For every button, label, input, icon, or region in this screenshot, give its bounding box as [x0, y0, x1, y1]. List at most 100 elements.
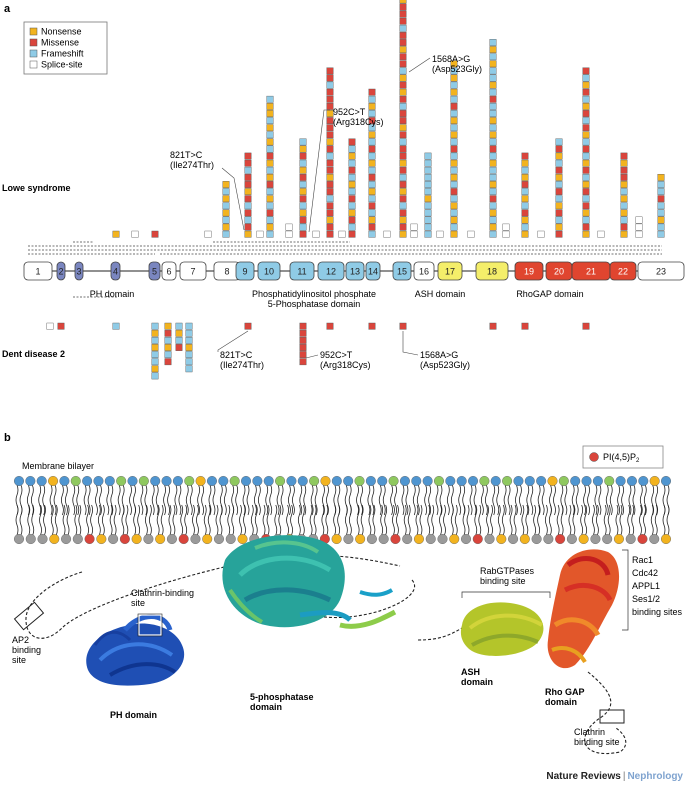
- splice-site-mutation-square: [467, 230, 475, 238]
- splice-site-mutation-square: [410, 223, 418, 231]
- missense-mutation-square: [399, 166, 407, 174]
- lipid-tail: [643, 504, 646, 536]
- missense-mutation-square: [582, 88, 590, 96]
- missense-mutation-square: [368, 145, 376, 153]
- missense-mutation-square: [555, 188, 563, 195]
- frameshift-mutation-square: [582, 95, 590, 103]
- ph-domain-structure: [86, 614, 185, 686]
- frameshift-mutation-square: [555, 216, 563, 224]
- missense-mutation-square: [244, 209, 252, 217]
- frameshift-mutation-square: [266, 166, 274, 174]
- lipid-head-inner: [143, 534, 154, 545]
- lipid-tail: [490, 504, 493, 536]
- annotation-821-bottom-2: (Ile274Thr): [220, 360, 264, 370]
- lipid-head-inner: [37, 534, 48, 545]
- lipid-tail: [61, 484, 64, 516]
- nonsense-mutation-square: [555, 173, 563, 181]
- frameshift-mutation-square: [368, 230, 376, 238]
- nonsense-mutation-square: [368, 216, 376, 224]
- nonsense-mutation-square: [399, 159, 407, 167]
- splice-site-mutation-square: [131, 230, 139, 238]
- rac-item: APPL1: [632, 581, 660, 591]
- splice-site-mutation-square: [597, 230, 605, 238]
- lipid-head-inner: [166, 534, 177, 545]
- frameshift-mutation-square: [368, 209, 376, 217]
- missense-mutation-square: [326, 95, 334, 103]
- lipid-tail: [513, 504, 517, 536]
- frameshift-mutation-square: [368, 95, 376, 103]
- panel-a: a Nonsense Missense Frameshift Splice-si…: [2, 0, 685, 380]
- lipid-tail: [650, 504, 654, 536]
- lipid-tail: [382, 484, 386, 516]
- missense-mutation-square: [399, 39, 407, 46]
- frameshift-mutation-square: [326, 81, 334, 89]
- nonsense-mutation-square: [489, 159, 497, 167]
- phosphatase-structure-label-2: domain: [250, 702, 282, 712]
- nonsense-mutation-square: [555, 202, 563, 210]
- splice-site-mutation-square: [635, 230, 643, 238]
- frameshift-mutation-square: [582, 173, 590, 181]
- frameshift-mutation-square: [424, 230, 432, 238]
- missense-mutation-square: [399, 81, 407, 89]
- annotation-1568-bottom-1: 1568A>G: [420, 350, 458, 360]
- lipid-tail: [239, 504, 242, 536]
- missense-mutation-square: [368, 117, 376, 125]
- nonsense-mutation-square: [620, 195, 628, 203]
- lowe-annotations: 821T>C (Ile274Thr) 952C>T (Arg318Cys) 15…: [170, 54, 482, 233]
- frameshift-mutation-square: [266, 216, 274, 224]
- nonsense-mutation-square: [620, 159, 628, 167]
- clathrin-bottom-label-2: binding site: [574, 737, 620, 747]
- lipid-tail: [15, 504, 19, 536]
- lipid-tail: [87, 484, 91, 516]
- lipid-head-outer: [547, 476, 558, 487]
- legend-swatch-nonsense: [29, 27, 38, 36]
- lipid-tail: [83, 484, 87, 516]
- lipid-tail: [246, 484, 250, 516]
- rac-item: Ses1/2: [632, 594, 660, 604]
- ph-strand: [108, 662, 177, 677]
- legend-frameshift: Frameshift: [41, 49, 84, 59]
- lipid-head-outer: [365, 476, 376, 487]
- ph-domain-label: PH domain: [90, 289, 135, 299]
- missense-mutation-square: [326, 124, 334, 132]
- frameshift-mutation-square: [368, 110, 376, 117]
- lipid-tail: [155, 484, 159, 516]
- nonsense-mutation-square: [450, 60, 458, 68]
- missense-mutation-square: [299, 230, 307, 238]
- lipid-tail: [110, 484, 114, 516]
- splice-site-mutation-square: [312, 230, 320, 238]
- clathrin-binding-box-bottom: [599, 709, 625, 724]
- lipid-tail: [627, 504, 631, 536]
- lipid-tail: [156, 504, 160, 536]
- lipid-head-inner: [366, 534, 377, 545]
- missense-mutation-square: [620, 223, 628, 231]
- legend-missense: Missense: [41, 38, 79, 48]
- lipid-tail: [42, 484, 46, 516]
- lipid-tail: [639, 484, 643, 516]
- exon-15: [392, 261, 412, 281]
- lipid-head-outer: [70, 476, 81, 487]
- lipid-head-outer: [604, 476, 615, 487]
- lipid-head-outer: [626, 476, 637, 487]
- splice-site-mutation-square: [46, 322, 54, 330]
- splice-site-mutation-square: [383, 230, 391, 238]
- missense-mutation-square: [348, 138, 356, 146]
- lipid-head-inner: [531, 534, 542, 545]
- lipid-tail: [515, 484, 518, 516]
- lipid-tail: [666, 504, 670, 536]
- missense-mutation-square: [399, 3, 407, 11]
- nonsense-mutation-square: [620, 230, 628, 238]
- nonsense-mutation-square: [521, 230, 529, 238]
- missense-mutation-square: [368, 202, 376, 210]
- lipid-tail: [446, 484, 450, 516]
- lipid-head-outer: [241, 476, 252, 487]
- lipid-tail: [621, 484, 624, 516]
- missense-mutation-square: [399, 32, 407, 39]
- lipid-tail: [303, 484, 307, 516]
- lipid-tail: [207, 504, 211, 536]
- frameshift-mutation-square: [424, 152, 432, 160]
- lipid-tail: [265, 484, 269, 516]
- missense-mutation-square: [399, 152, 407, 160]
- lipid-tail: [564, 484, 568, 516]
- lipid-tail: [405, 484, 409, 516]
